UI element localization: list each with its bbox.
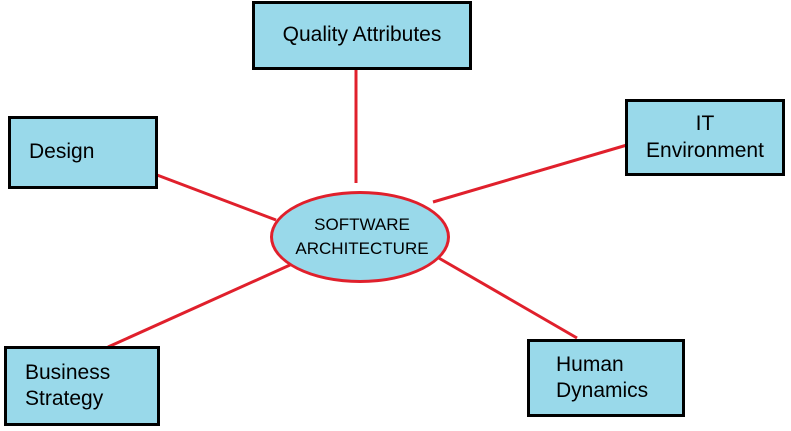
node-business-strategy-label: Business Strategy [25,360,111,410]
node-quality-attributes: Quality Attributes [252,1,472,70]
node-design: Design [8,116,158,189]
connector-business-strategy [107,263,291,349]
connector-human-dynamics [436,255,578,340]
node-it-environment-label: IT Environment [646,112,764,162]
node-design-label: Design [29,140,95,164]
center-node-label: SOFTWARE ARCHITECTURE [295,215,429,258]
node-it-environment: IT Environment [625,99,785,176]
center-node-software-architecture: SOFTWARE ARCHITECTURE [270,191,450,283]
connector-design [156,173,277,222]
node-quality-attributes-label: Quality Attributes [282,23,442,47]
node-human-dynamics-label: Human Dynamics [556,352,649,402]
node-human-dynamics: Human Dynamics [527,339,685,417]
connector-it-environment [432,143,628,204]
node-business-strategy: Business Strategy [4,346,160,426]
